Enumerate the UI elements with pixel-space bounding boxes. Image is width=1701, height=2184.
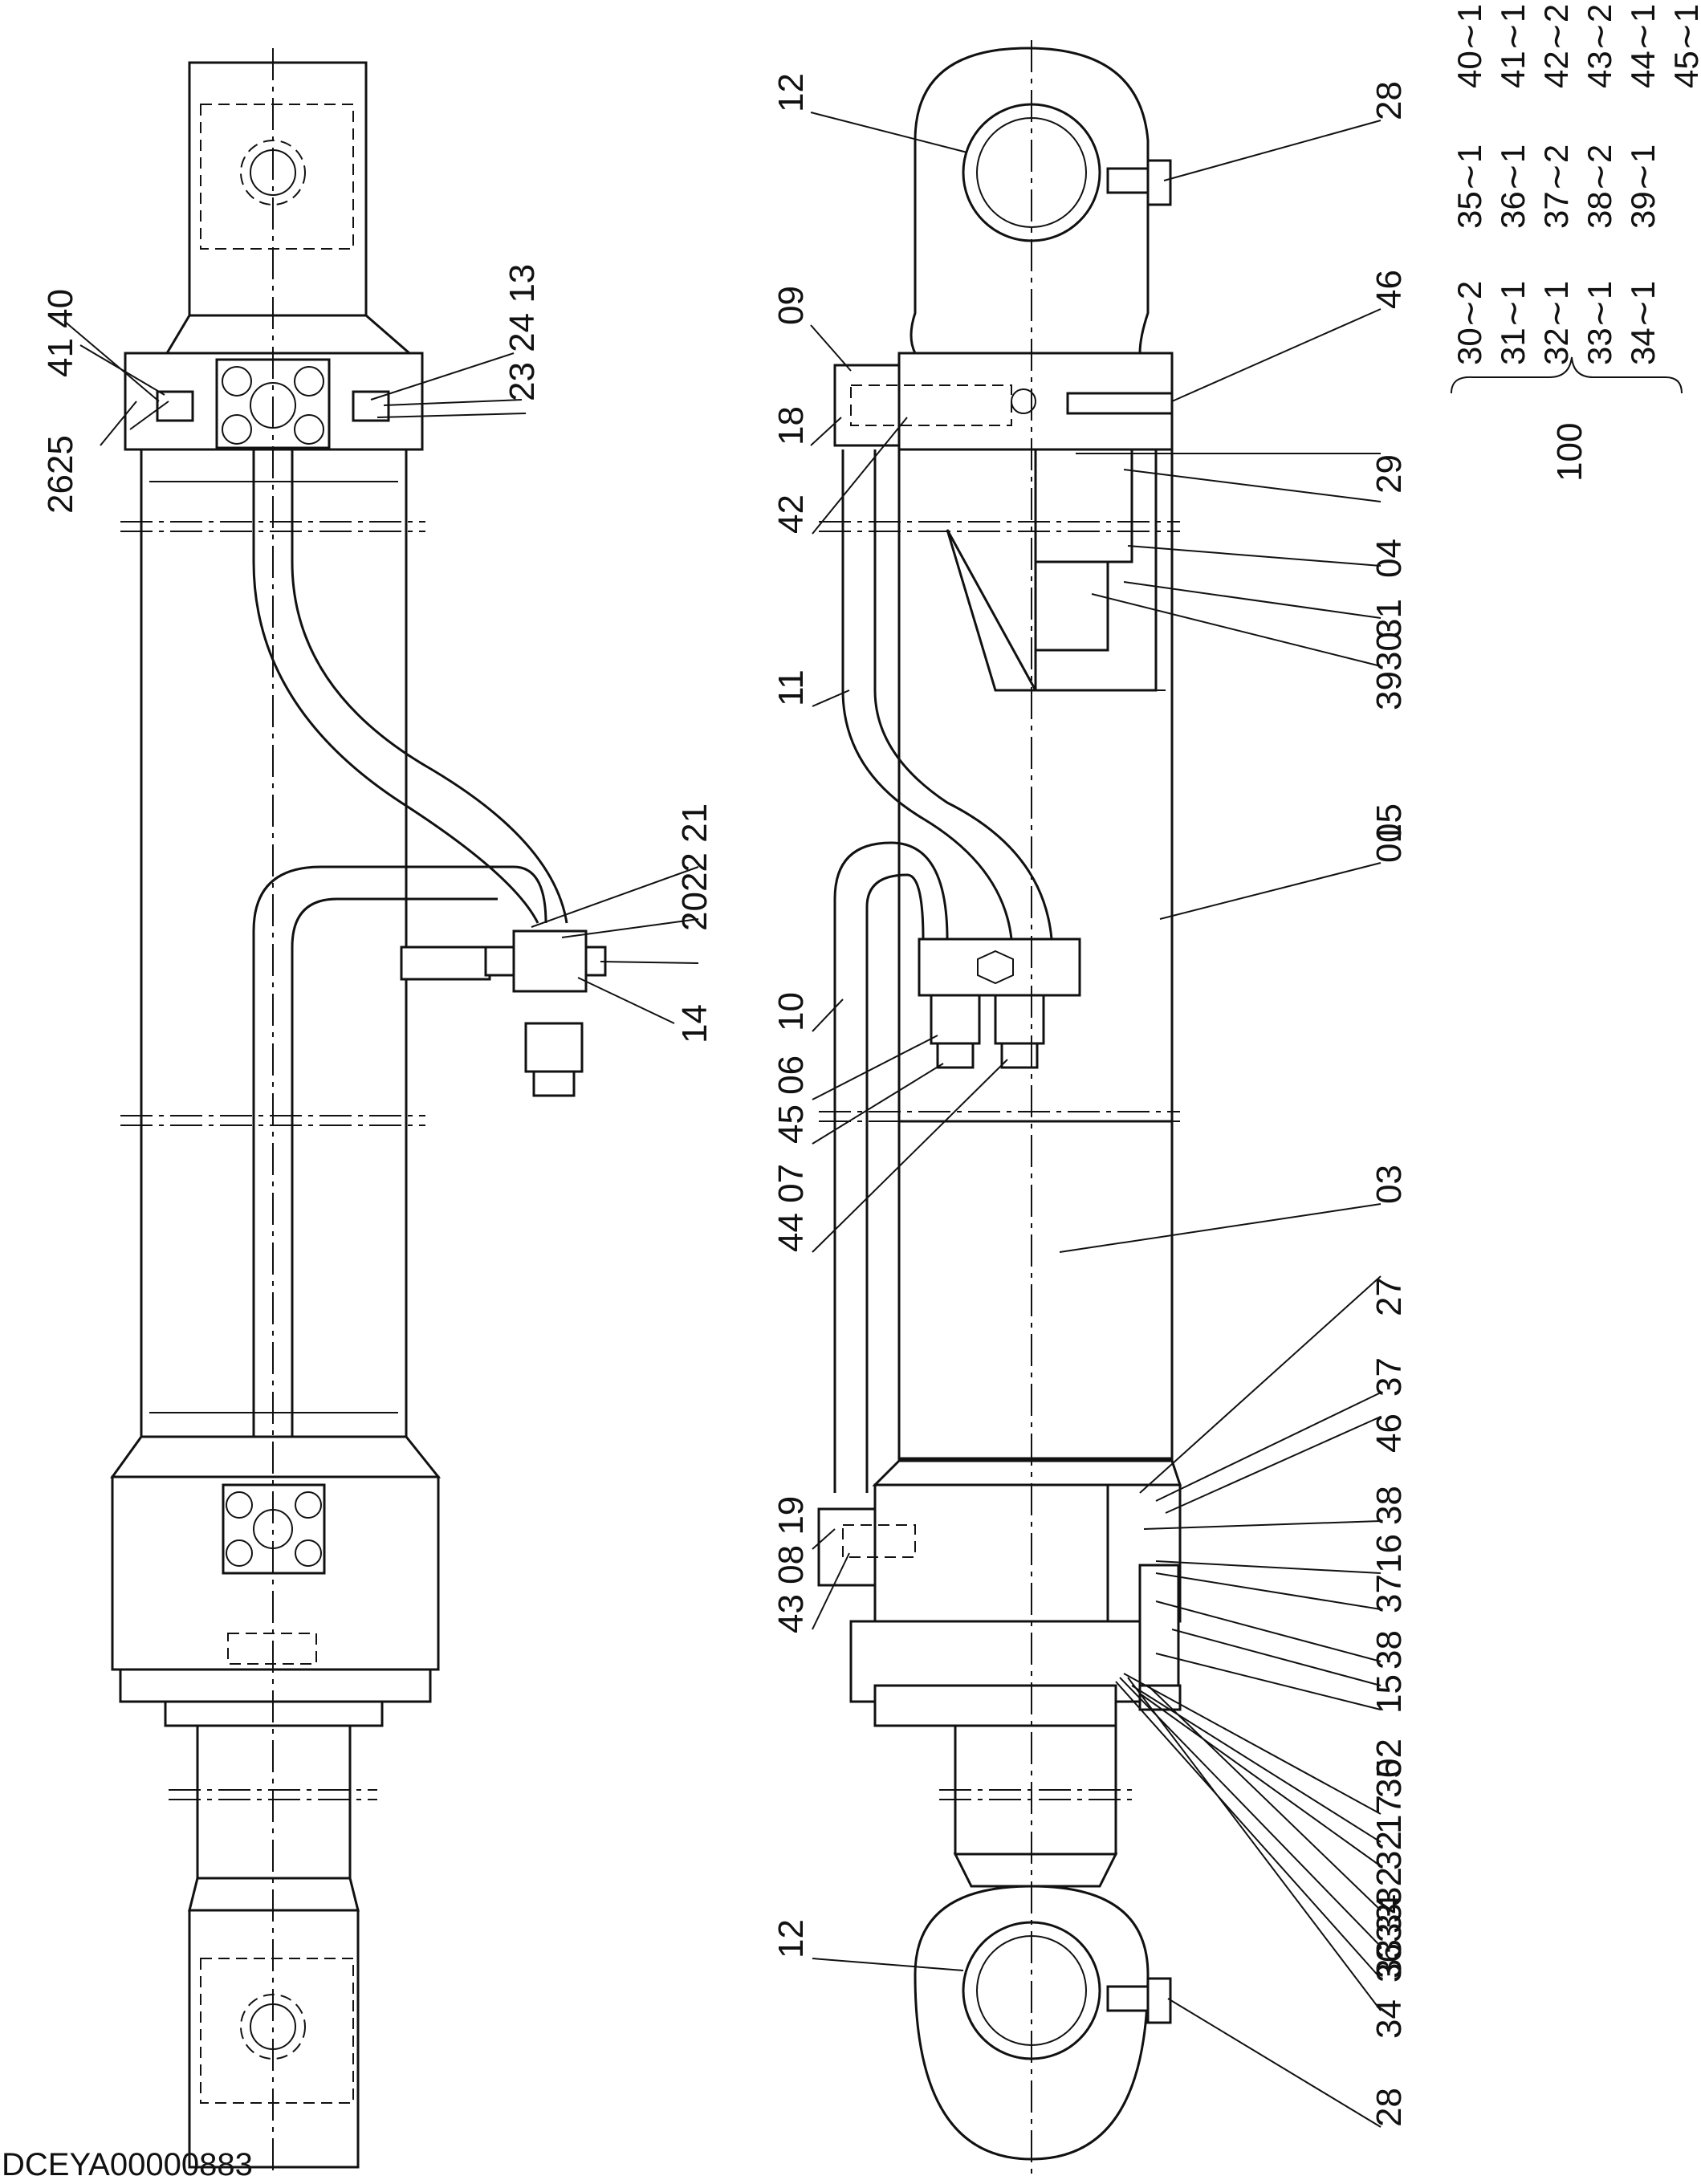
callout-28-top: 28 — [1369, 81, 1409, 120]
callout-33-b: 33 — [1369, 1939, 1409, 1979]
callout-15: 15 — [1369, 1674, 1409, 1714]
callout-32-a: 32 — [1369, 1831, 1409, 1870]
callout-27: 27 — [1369, 1277, 1409, 1316]
callout-23-24-13: 23 24 13 — [503, 264, 542, 401]
callout-18: 18 — [771, 406, 811, 445]
left-cylinder-view — [110, 48, 607, 2175]
callout-28-bottom: 28 — [1369, 2088, 1409, 2127]
bom-entry: 41∼1 — [1494, 4, 1532, 88]
bom-entry: 38∼2 — [1581, 144, 1618, 229]
callout-37-b: 37 — [1369, 1574, 1409, 1613]
bom-entry: 35∼1 — [1451, 144, 1488, 229]
bom-entry: 43∼2 — [1581, 4, 1618, 88]
bom-entry: 45∼1 — [1667, 4, 1701, 88]
callout-2625: 2625 — [41, 435, 80, 514]
leader-lines — [63, 112, 1683, 2128]
right-cylinder-view — [817, 40, 1182, 2175]
callout-42: 42 — [771, 494, 811, 534]
bom-entry: 40∼1 — [1451, 4, 1488, 88]
callout-14: 14 — [675, 1004, 714, 1043]
callout-02: 02 — [1369, 1739, 1409, 1778]
callout-12-bottom: 12 — [771, 1919, 811, 1958]
callout-12-top: 12 — [771, 73, 811, 112]
callout-05: 05 — [1369, 803, 1409, 843]
callout-29: 29 — [1369, 454, 1409, 494]
bom-entry: 42∼2 — [1537, 4, 1575, 88]
callout-44-07: 44 07 — [771, 1164, 811, 1252]
callout-3930: 3930 — [1369, 632, 1409, 710]
callout-2022-21: 2022 21 — [675, 803, 714, 931]
drawing-code: DCEYA00000883 — [2, 2147, 253, 2182]
callout-16: 16 — [1369, 1534, 1409, 1573]
bom-entry: 33∼1 — [1581, 281, 1618, 365]
bom-entry: 37∼2 — [1537, 144, 1575, 229]
bom-entry: 39∼1 — [1624, 144, 1662, 229]
callout-31: 31 — [1369, 599, 1409, 638]
callout-33-a: 33 — [1369, 1903, 1409, 1942]
callout-03: 03 — [1369, 1165, 1409, 1204]
callout-10: 10 — [771, 992, 811, 1031]
callout-35: 35 — [1369, 1759, 1409, 1798]
assembly-number: 100 — [1550, 423, 1589, 482]
callout-11: 11 — [771, 669, 811, 706]
callout-41-40: 41 40 — [41, 289, 80, 377]
part-labels: 2625 41 40 23 24 13 2022 21 14 12 09 18 42 11 10 45… — [41, 73, 1409, 2127]
callout-45-06: 45 06 — [771, 1055, 811, 1144]
callout-38-b: 38 — [1369, 1630, 1409, 1670]
callout-34: 34 — [1369, 1999, 1409, 2039]
callout-46-top: 46 — [1369, 270, 1409, 309]
bom-entry: 30∼2 — [1451, 281, 1488, 365]
bom-entry: 31∼1 — [1494, 281, 1532, 365]
callout-46-bottom: 46 — [1369, 1413, 1409, 1453]
callout-17: 17 — [1369, 1795, 1409, 1834]
callout-04: 04 — [1369, 539, 1409, 578]
callout-43-08-19: 43 08 19 — [771, 1496, 811, 1633]
callout-37-a: 37 — [1369, 1357, 1409, 1397]
drawing-code-group: DCEYA00000883 — [2, 2147, 253, 2182]
callout-09: 09 — [771, 286, 811, 325]
bom-entry: 36∼1 — [1494, 144, 1532, 229]
bom-entry: 34∼1 — [1624, 281, 1662, 365]
callout-32-b: 32 — [1369, 1867, 1409, 1906]
bom-entry: 44∼1 — [1624, 4, 1662, 88]
callout-01: 01 — [1369, 824, 1409, 863]
bom-entry: 32∼1 — [1537, 281, 1575, 365]
callout-38-a: 38 — [1369, 1486, 1409, 1525]
callout-36-34: 36 34 — [1369, 1894, 1409, 1983]
